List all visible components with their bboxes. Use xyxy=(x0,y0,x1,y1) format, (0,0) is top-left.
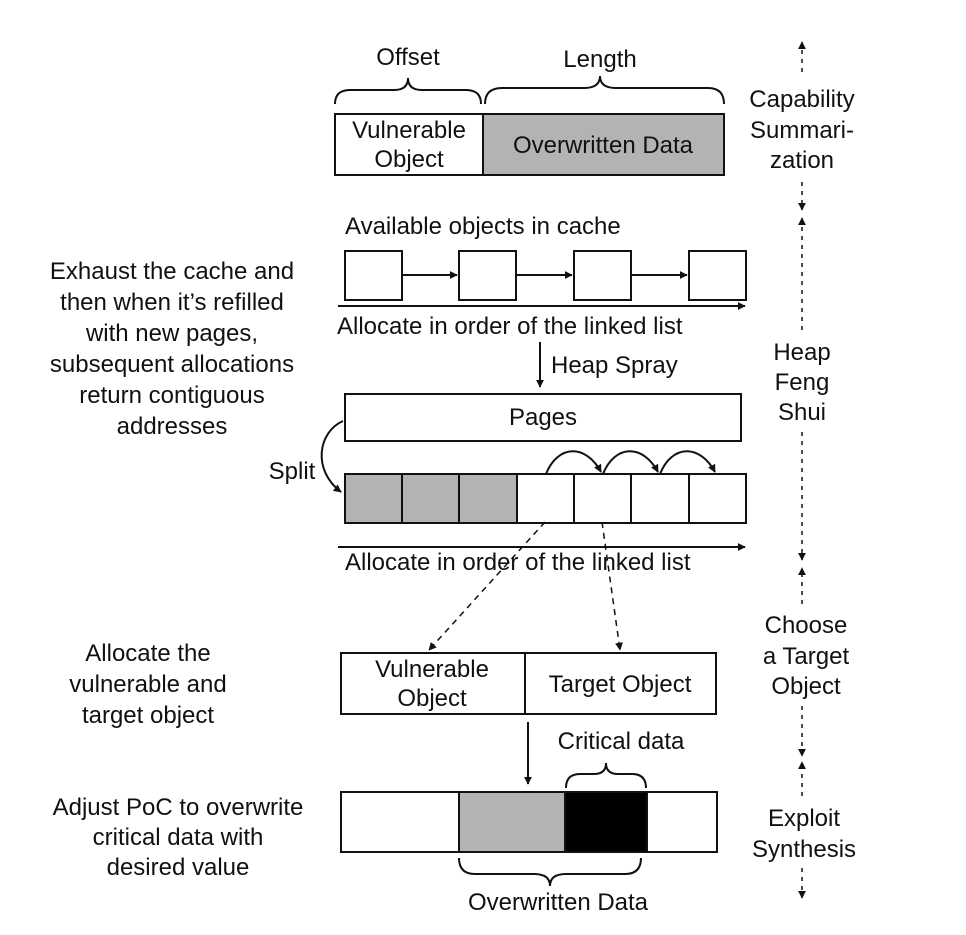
stage-capability-label-3: zation xyxy=(770,147,834,174)
stage-capability-label-2: Summari- xyxy=(750,117,854,144)
exhaust-note-5: return contiguous xyxy=(79,382,264,409)
stage-heap-label-3: Shui xyxy=(778,399,826,426)
split-slot-2 xyxy=(401,473,460,524)
stage-heap-label-2: Feng xyxy=(775,369,830,396)
split-slot-3 xyxy=(458,473,518,524)
pages-label: Pages xyxy=(509,404,577,431)
stage-heap-label-1: Heap xyxy=(773,339,830,366)
split-slot-1 xyxy=(344,473,403,524)
exhaust-note-4: subsequent allocations xyxy=(50,351,294,378)
stage-choose-label-2: a Target xyxy=(763,643,850,670)
stage-capability-label-1: Capability xyxy=(749,86,854,113)
offset-brace xyxy=(334,77,482,105)
cache-object-3 xyxy=(573,250,632,301)
freelist-link-arrow-2 xyxy=(602,450,659,475)
vulnerable-object-label-top-2: Object xyxy=(374,146,444,173)
target-object-box xyxy=(524,652,717,715)
exhaust-note-6: addresses xyxy=(117,413,228,440)
vulnerable-object-label-choose-1: Vulnerable xyxy=(375,656,489,683)
pages-box xyxy=(344,393,742,442)
vulnerable-object-box-choose xyxy=(340,652,526,715)
vulnerable-object-box-top xyxy=(334,113,484,176)
split-slot-6 xyxy=(630,473,690,524)
exploit-note-1: Adjust PoC to overwrite xyxy=(53,794,304,821)
stage-choose-label-1: Choose xyxy=(765,612,848,639)
exhaust-note-3: with new pages, xyxy=(85,320,258,347)
allocate-order-label-2: Allocate in order of the linked list xyxy=(345,549,691,576)
cache-object-4 xyxy=(688,250,747,301)
stage-exploit-label-1: Exploit xyxy=(768,805,840,832)
exhaust-note-1: Exhaust the cache and xyxy=(50,258,294,285)
overwritten-data-brace-bottom xyxy=(458,857,642,887)
freelist-link-arrow-1 xyxy=(545,450,602,475)
split-slot-7 xyxy=(688,473,747,524)
overwritten-data-box-top xyxy=(482,113,725,176)
choose-vulnerable-dashed-arrow xyxy=(428,521,546,651)
freelist-link-arrow-3 xyxy=(659,450,716,475)
critical-data-brace xyxy=(565,762,647,789)
choose-note-3: target object xyxy=(82,702,214,729)
split-label: Split xyxy=(269,458,316,485)
length-brace xyxy=(484,75,725,105)
length-label: Length xyxy=(563,46,636,73)
offset-label: Offset xyxy=(376,44,440,71)
allocate-order-label-1: Allocate in order of the linked list xyxy=(337,313,683,340)
vulnerable-object-label-top-1: Vulnerable xyxy=(352,117,466,144)
vulnerable-object-label-choose-2: Object xyxy=(397,685,467,712)
overwritten-data-label-bottom: Overwritten Data xyxy=(468,889,649,916)
cache-object-1 xyxy=(344,250,403,301)
choose-target-dashed-arrow xyxy=(601,521,623,651)
overwritten-data-region xyxy=(458,791,566,853)
split-slot-4 xyxy=(516,473,575,524)
exploit-note-3: desired value xyxy=(107,854,250,881)
heap-spray-label: Heap Spray xyxy=(551,352,678,379)
exhaust-note-2: then when it’s refilled xyxy=(60,289,284,316)
overwritten-data-label-top: Overwritten Data xyxy=(513,132,694,159)
exploit-note-2: critical data with xyxy=(93,824,264,851)
choose-note-2: vulnerable and xyxy=(69,671,226,698)
choose-note-1: Allocate the xyxy=(85,640,210,667)
cache-object-2 xyxy=(458,250,517,301)
critical-data-region xyxy=(564,791,648,853)
critical-data-label: Critical data xyxy=(558,728,685,755)
stage-exploit-label-2: Synthesis xyxy=(752,836,856,863)
stage-choose-label-3: Object xyxy=(771,673,841,700)
split-arrow xyxy=(320,420,344,493)
available-objects-label: Available objects in cache xyxy=(345,213,621,240)
target-object-label: Target Object xyxy=(549,671,692,698)
split-slot-5 xyxy=(573,473,632,524)
